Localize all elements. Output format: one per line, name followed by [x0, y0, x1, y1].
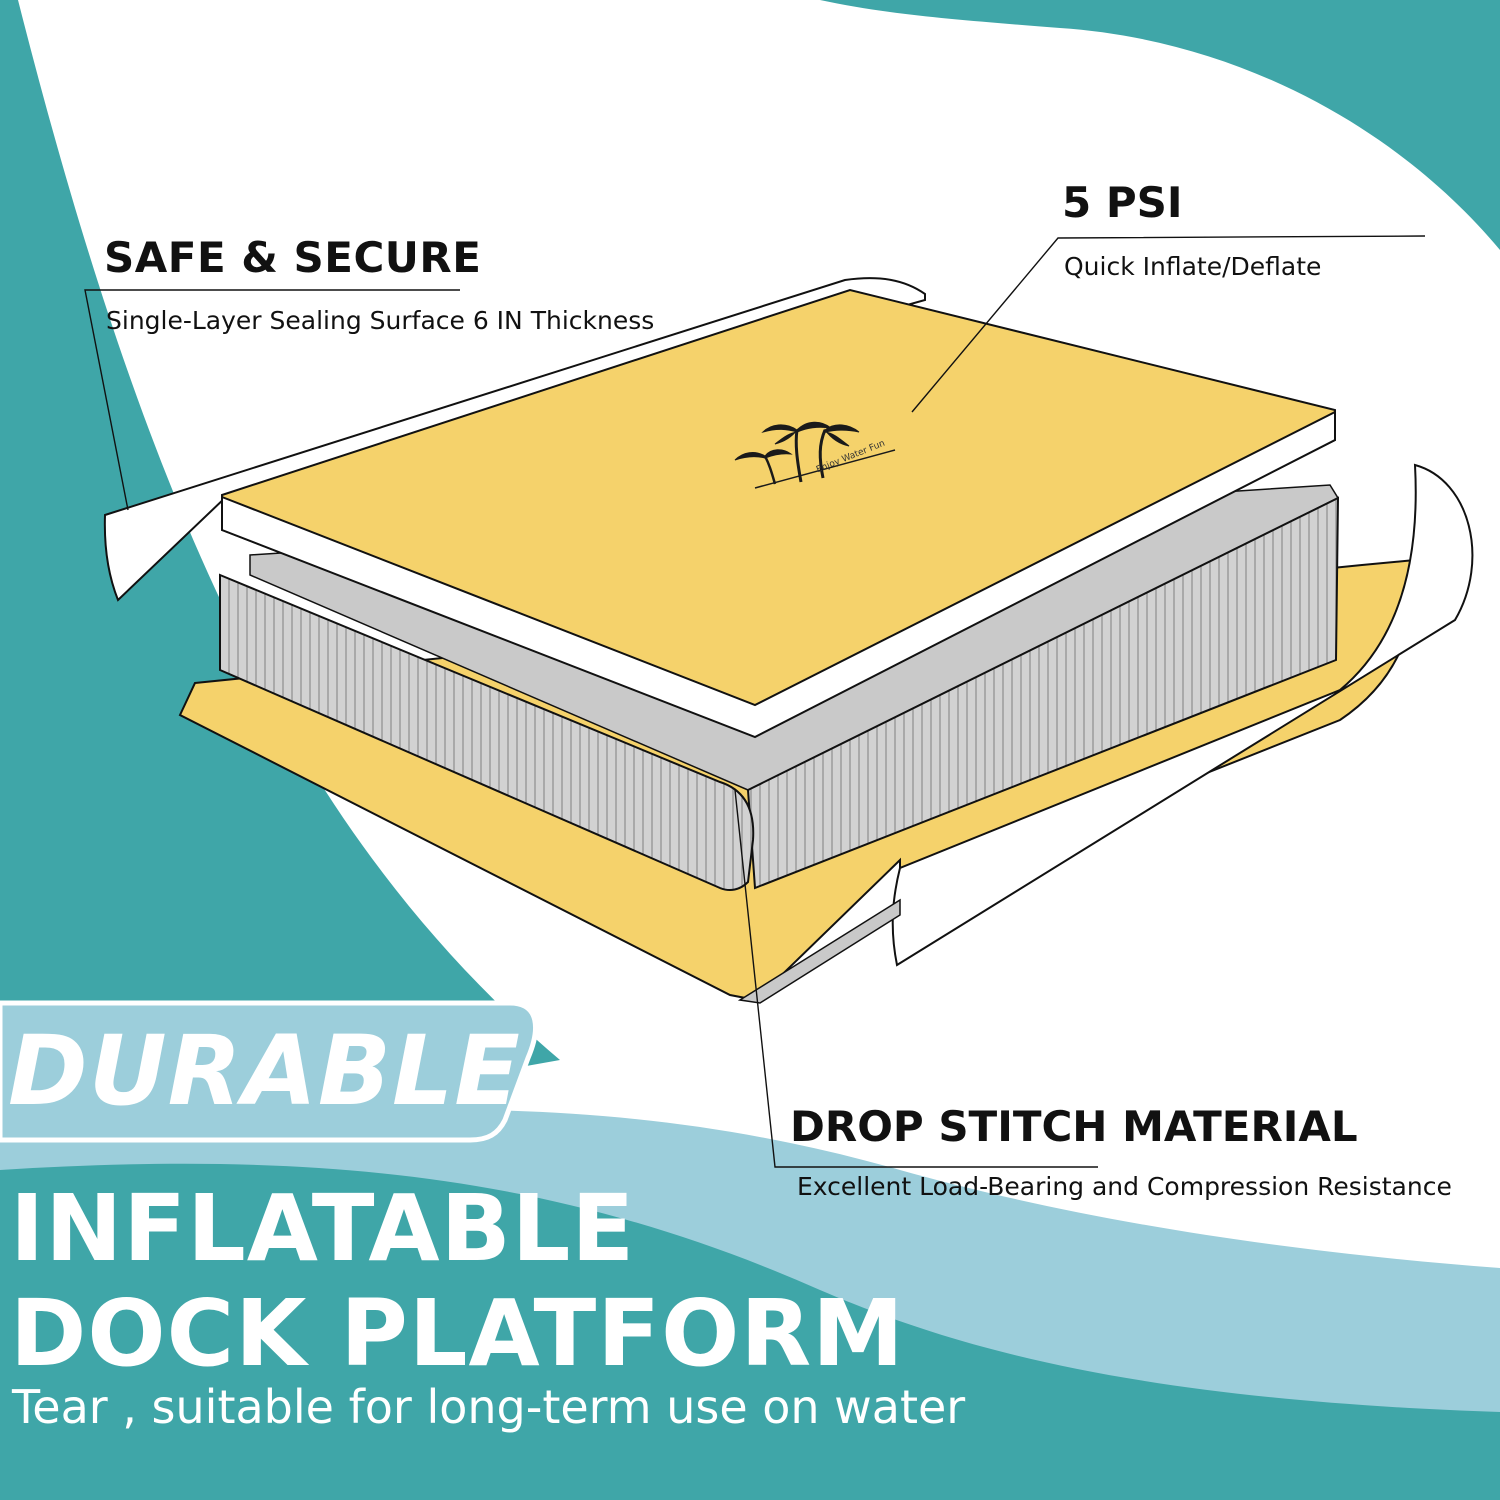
safe-secure-subtitle: Single-Layer Sealing Surface 6 IN Thickn… — [106, 306, 655, 335]
palm-tree-icon — [734, 421, 896, 489]
badge-shape — [0, 1000, 538, 1143]
drop-stitch-title: DROP STITCH MATERIAL — [790, 1102, 1358, 1151]
core-bottom-edge — [737, 898, 901, 1004]
teal-left-wave — [0, 0, 560, 1160]
core-side-front — [219, 573, 755, 891]
top-surface-edge — [221, 410, 1336, 739]
leader-drop — [734, 789, 1098, 1168]
safe-secure-title: SAFE & SECURE — [104, 233, 482, 282]
core-side-right — [746, 496, 1340, 890]
headline-line-2: DOCK PLATFORM — [10, 1280, 905, 1387]
drop-stitch-subtitle: Excellent Load-Bearing and Compression R… — [797, 1172, 1452, 1201]
teal-top-right — [820, 0, 1500, 250]
psi-subtitle: Quick Inflate/Deflate — [1064, 252, 1322, 281]
teal-bottom — [0, 1163, 1500, 1500]
headline-tagline: Tear , suitable for long-term use on wat… — [12, 1380, 966, 1434]
headline-line-1: INFLATABLE — [10, 1175, 636, 1282]
durable-badge-label: DURABLE — [8, 1015, 521, 1127]
leader-safe — [84, 289, 460, 511]
psi-title: 5 PSI — [1062, 178, 1183, 227]
leader-psi — [911, 235, 1426, 413]
